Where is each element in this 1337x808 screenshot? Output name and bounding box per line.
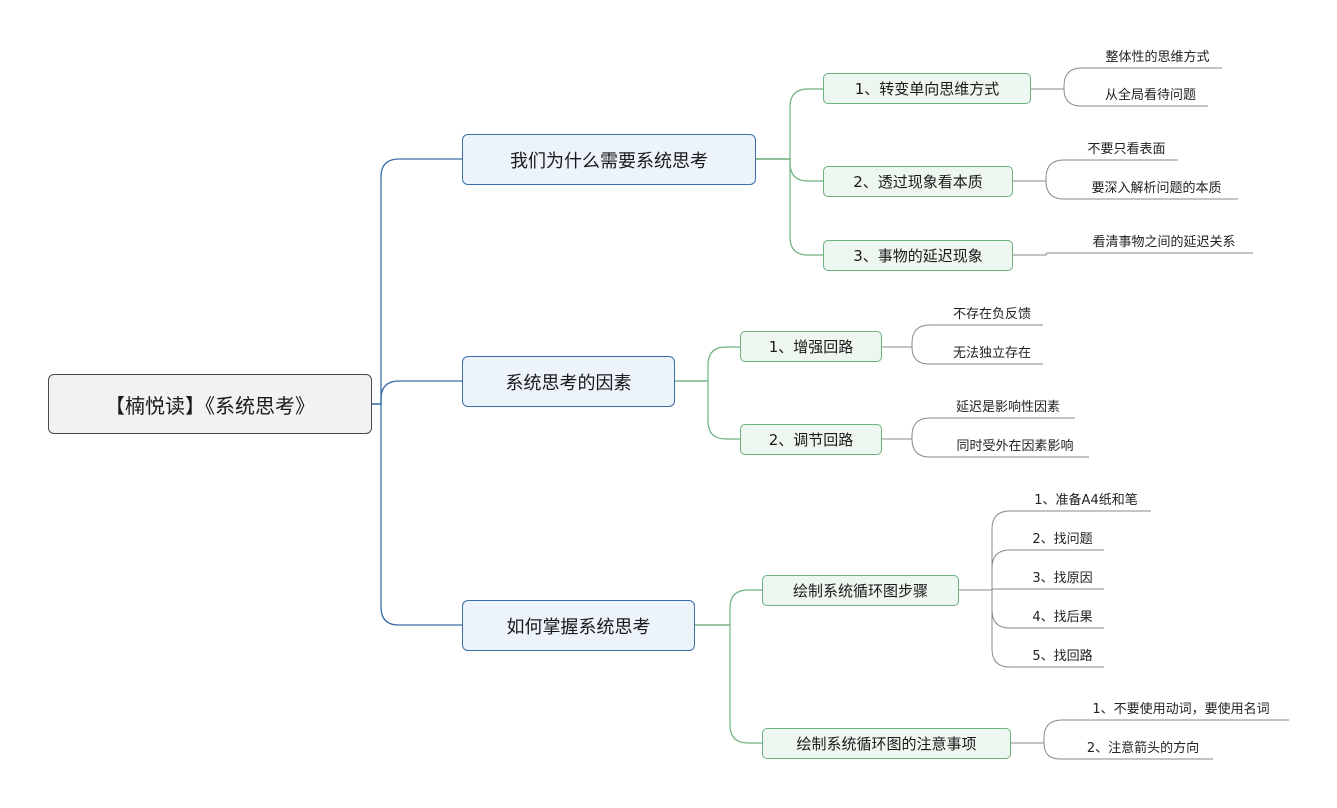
leaf-connector-4-1 <box>882 438 1089 458</box>
leaf-no-negative-feedback[interactable]: 不存在负反馈 <box>952 307 1031 322</box>
leaf-connector-3-0 <box>882 324 1043 348</box>
leaf-step-2[interactable]: 2、找问题 <box>1032 532 1093 547</box>
leaf-not-surface[interactable]: 不要只看表面 <box>1087 142 1166 157</box>
leaf-connector-5-1 <box>959 549 1104 591</box>
branch-connector-2-0 <box>695 589 762 626</box>
branch-connector-1-0 <box>675 346 740 382</box>
leaf-delay-relation[interactable]: 看清事物之间的延迟关系 <box>1092 235 1236 250</box>
leaf-external-factor[interactable]: 同时受外在因素影响 <box>956 439 1074 454</box>
leaf-connector-3-1 <box>882 346 1043 365</box>
subtopic-change-thinking[interactable]: 1、转变单向思维方式 <box>823 73 1031 104</box>
leaf-connector-1-1 <box>1013 180 1238 200</box>
leaf-connector-2-0 <box>1013 252 1253 256</box>
branch-connector-0-2 <box>756 158 823 256</box>
leaf-connector-6-1 <box>1011 742 1213 760</box>
leaf-connector-0-0 <box>1031 67 1222 90</box>
subtopic-reinforcing-loop[interactable]: 1、增强回路 <box>740 331 882 362</box>
branch-why-systems-thinking[interactable]: 我们为什么需要系统思考 <box>462 134 756 185</box>
leaf-connector-4-0 <box>882 417 1075 440</box>
root-connector-0 <box>372 158 462 405</box>
subtopic-delay-phenomenon[interactable]: 3、事物的延迟现象 <box>823 240 1013 271</box>
leaf-use-nouns[interactable]: 1、不要使用动词，要使用名词 <box>1092 702 1270 717</box>
leaf-connector-6-0 <box>1011 719 1289 744</box>
leaf-connector-0-1 <box>1031 88 1208 107</box>
leaf-connector-1-0 <box>1013 159 1178 182</box>
leaf-connector-5-0 <box>959 510 1151 591</box>
subtopic-see-essence[interactable]: 2、透过现象看本质 <box>823 166 1013 197</box>
subtopic-balancing-loop[interactable]: 2、调节回路 <box>740 424 882 455</box>
branch-systems-factors[interactable]: 系统思考的因素 <box>462 356 675 407</box>
leaf-global-view[interactable]: 从全局看待问题 <box>1104 88 1196 103</box>
branch-connector-2-1 <box>695 624 762 744</box>
branch-connector-1-1 <box>675 380 740 440</box>
root-topic[interactable]: 【楠悦读】《系统思考》 <box>48 374 372 434</box>
leaf-step-1[interactable]: 1、准备A4纸和笔 <box>1034 493 1138 508</box>
leaf-not-independent[interactable]: 无法独立存在 <box>952 346 1031 361</box>
leaf-arrow-direction[interactable]: 2、注意箭头的方向 <box>1086 741 1200 756</box>
leaf-step-4[interactable]: 4、找后果 <box>1032 610 1093 625</box>
leaf-step-5[interactable]: 5、找回路 <box>1032 649 1093 664</box>
leaf-connector-5-4 <box>959 589 1104 668</box>
branch-connector-0-0 <box>756 88 823 160</box>
subtopic-drawing-steps[interactable]: 绘制系统循环图步骤 <box>762 575 959 606</box>
leaf-delay-factor[interactable]: 延迟是影响性因素 <box>955 400 1060 415</box>
branch-how-to-master[interactable]: 如何掌握系统思考 <box>462 600 695 651</box>
leaf-deep-analysis[interactable]: 要深入解析问题的本质 <box>1091 181 1222 196</box>
leaf-holistic-thinking[interactable]: 整体性的思维方式 <box>1105 50 1210 65</box>
leaf-step-3[interactable]: 3、找原因 <box>1032 571 1093 586</box>
root-connector-2 <box>372 403 462 626</box>
subtopic-drawing-notes[interactable]: 绘制系统循环图的注意事项 <box>762 728 1011 759</box>
root-connector-1 <box>372 380 462 405</box>
